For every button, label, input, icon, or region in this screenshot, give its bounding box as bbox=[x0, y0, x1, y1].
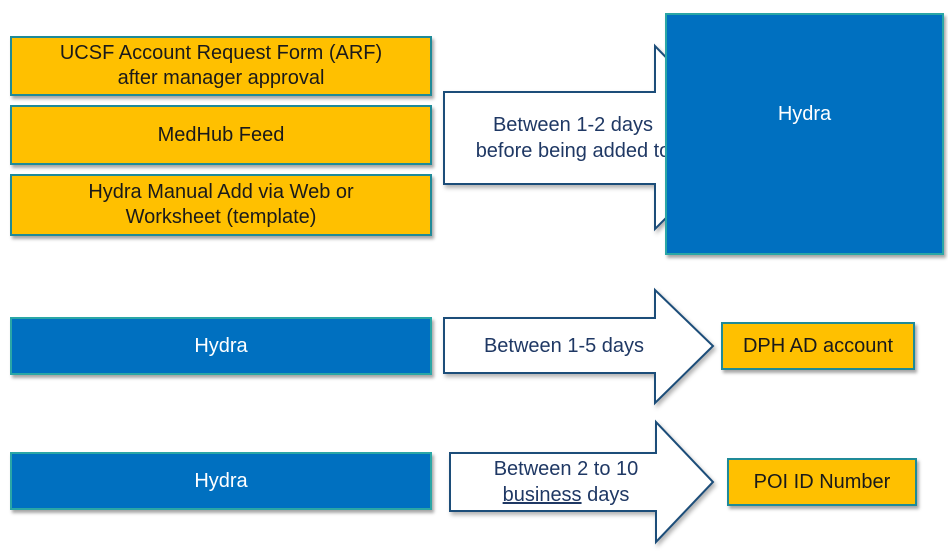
medhub-label: MedHub Feed bbox=[157, 123, 285, 146]
arf-source-box: UCSF Account Request Form (ARF) after ma… bbox=[10, 36, 432, 96]
manual-line1: Hydra Manual Add via Web or bbox=[88, 181, 354, 203]
poi-id-number-box: POI ID Number bbox=[727, 458, 917, 506]
flow3-hydra-source-box: Hydra bbox=[10, 452, 432, 510]
flow1-arrow-line1: Between 1-2 days bbox=[492, 114, 654, 136]
flow3-arrow-line1: Between 2 to 10 bbox=[493, 458, 639, 480]
flow1-arrow-line2: before being added to bbox=[475, 140, 671, 162]
flow3-arrow-text: Between 2 to 10 business days bbox=[452, 455, 680, 509]
business-underlined: business bbox=[502, 484, 582, 506]
days-text: days bbox=[581, 484, 630, 506]
hydra-target-label: Hydra bbox=[777, 102, 832, 125]
hydra-target-box: Hydra bbox=[665, 13, 944, 255]
flow3-arrow-line2: business days bbox=[503, 482, 630, 508]
arf-line2: after manager approval bbox=[117, 67, 325, 89]
arf-line1: UCSF Account Request Form (ARF) bbox=[59, 42, 383, 64]
flow2-arrow bbox=[443, 287, 715, 406]
medhub-source-box: MedHub Feed bbox=[10, 105, 432, 165]
flow1-arrow-text: Between 1-2 days before being added to bbox=[448, 110, 698, 166]
dph-ad-account-label: DPH AD account bbox=[742, 334, 894, 357]
dph-ad-account-box: DPH AD account bbox=[721, 322, 915, 370]
manual-line2: Worksheet (template) bbox=[125, 206, 317, 228]
flow2-arrow-label: Between 1-5 days bbox=[483, 335, 645, 357]
flow2-source-label: Hydra bbox=[194, 334, 248, 357]
flow3-source-label: Hydra bbox=[194, 469, 248, 492]
flow2-hydra-source-box: Hydra bbox=[10, 317, 432, 375]
flow3-arrow bbox=[449, 419, 715, 545]
flow2-arrow-text: Between 1-5 days bbox=[448, 330, 680, 362]
poi-id-number-label: POI ID Number bbox=[753, 470, 891, 493]
manual-add-source-box: Hydra Manual Add via Web or Worksheet (t… bbox=[10, 174, 432, 236]
